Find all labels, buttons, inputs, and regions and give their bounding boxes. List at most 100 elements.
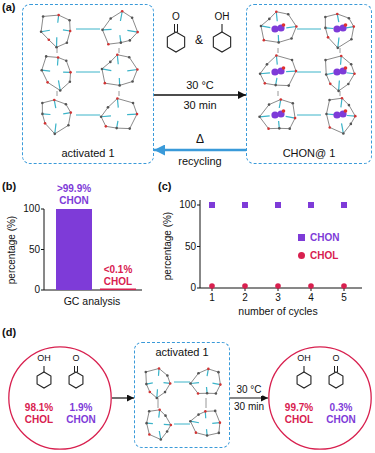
atom xyxy=(116,53,119,56)
node-text: CHON@ 1 xyxy=(283,147,336,160)
atom xyxy=(352,25,355,28)
cage-frame xyxy=(102,11,137,44)
atom xyxy=(324,27,327,30)
tick-label: 100 xyxy=(179,199,196,211)
atom xyxy=(259,72,262,75)
linker xyxy=(190,382,199,384)
atom xyxy=(118,84,121,87)
y-axis xyxy=(200,200,201,288)
cyclohexanol-structure xyxy=(297,366,311,388)
linker xyxy=(58,80,60,90)
atom xyxy=(53,99,56,102)
guest-molecule xyxy=(271,111,278,118)
cyclohexanone-structure xyxy=(167,24,184,52)
linker xyxy=(117,55,119,65)
guest-oxygen xyxy=(344,23,348,27)
guest-molecule xyxy=(271,68,278,75)
cage-frame xyxy=(260,99,296,128)
atom-label: OH xyxy=(297,353,311,363)
atom xyxy=(287,84,290,87)
atom xyxy=(148,433,151,436)
atom xyxy=(291,59,294,62)
tick-label: 1 xyxy=(209,292,215,304)
atom xyxy=(107,43,110,46)
atom xyxy=(268,103,271,106)
legend-text: CHOL xyxy=(310,250,338,262)
tick-label: 50 xyxy=(29,244,40,256)
atom xyxy=(197,392,200,395)
mof-box: CHON@ 1 xyxy=(246,4,372,164)
atom xyxy=(264,82,267,85)
node-text: CHON xyxy=(326,414,355,426)
linker xyxy=(127,30,137,32)
atom xyxy=(189,382,192,385)
atom xyxy=(101,29,104,32)
guest-oxygen xyxy=(344,109,348,113)
linker xyxy=(297,115,321,116)
data-point xyxy=(275,283,281,289)
linker xyxy=(276,12,278,22)
ring xyxy=(167,32,184,52)
atom xyxy=(325,113,328,116)
single-bond xyxy=(303,366,304,372)
atom-label: OH xyxy=(215,11,230,23)
node-text: activated 1 xyxy=(61,147,114,160)
framework-structure xyxy=(40,10,139,135)
atom xyxy=(158,367,161,370)
atom xyxy=(337,90,340,93)
atom xyxy=(324,59,327,62)
linker xyxy=(174,424,190,425)
atom xyxy=(68,19,71,22)
mixture-circle: 99.7%CHOL0.3%CHON xyxy=(268,346,372,450)
atom xyxy=(129,39,132,42)
linker xyxy=(55,123,56,133)
edge-label: recycling xyxy=(177,155,222,168)
cage-frame xyxy=(190,411,220,436)
linker xyxy=(341,98,342,107)
guest-molecule xyxy=(271,25,278,32)
atom xyxy=(69,80,72,83)
atom xyxy=(350,38,353,41)
atom xyxy=(218,432,221,435)
node-text: 1.9% xyxy=(70,402,93,414)
atom xyxy=(115,127,118,130)
linker xyxy=(102,69,111,71)
legend-text: CHON xyxy=(310,232,339,244)
framework-structure xyxy=(258,10,356,134)
node-text: CHOL xyxy=(285,414,313,426)
axis-title: GC analysis xyxy=(64,295,121,307)
atom xyxy=(148,410,151,413)
linker xyxy=(286,116,295,118)
linker xyxy=(41,30,50,32)
atom xyxy=(214,410,217,413)
atom xyxy=(46,81,49,84)
atom xyxy=(105,125,108,128)
mof-box: activated 1 xyxy=(134,342,230,448)
linker xyxy=(297,29,321,30)
atom xyxy=(336,47,339,50)
atom xyxy=(342,132,345,135)
linker xyxy=(278,91,279,96)
condition-label: 30 min xyxy=(234,401,264,413)
panel-letter: (d) xyxy=(2,326,16,339)
panel-letter: (c) xyxy=(158,180,171,193)
data-point xyxy=(209,202,215,208)
atom xyxy=(324,16,327,19)
tick-label: 5 xyxy=(341,292,347,304)
atom xyxy=(145,422,148,425)
arrow-connector xyxy=(112,397,134,398)
atom xyxy=(260,25,263,28)
mixture-circle: 98.1%CHOL1.9%CHON xyxy=(8,346,112,450)
linker xyxy=(119,48,120,53)
atom xyxy=(41,102,44,105)
linker xyxy=(206,398,207,408)
atom xyxy=(100,115,103,118)
atom xyxy=(197,372,200,375)
node-text: 98.1% xyxy=(25,402,53,414)
atom xyxy=(207,368,210,371)
atom xyxy=(69,111,72,114)
data-point xyxy=(308,283,314,289)
cage-frame xyxy=(147,410,171,440)
node-text: activated 1 xyxy=(155,346,208,359)
atom xyxy=(170,424,173,427)
